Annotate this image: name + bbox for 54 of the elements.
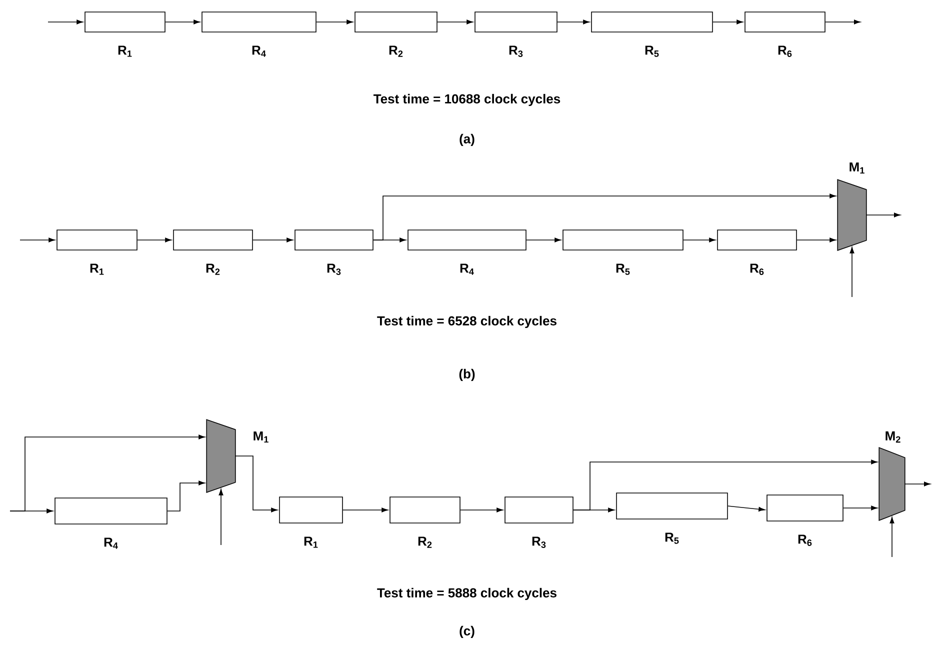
arrow [167, 480, 206, 512]
arrow [866, 212, 900, 218]
arrow [252, 238, 294, 242]
arrow [48, 20, 84, 24]
register-label: R$_{6}$ [778, 46, 792, 57]
arrow [10, 434, 206, 512]
arrow [316, 20, 354, 24]
arrow [218, 488, 224, 546]
figure-caption: (a) [460, 134, 474, 146]
arrow [235, 456, 278, 512]
arrow [557, 20, 590, 24]
multiplexer-label: M$_{1}$ [850, 162, 864, 174]
arrow [20, 238, 56, 242]
arrow [342, 508, 388, 512]
register-label: R$_{4}$ [460, 264, 474, 275]
figure-caption: (c) [460, 626, 474, 638]
register-label: R$_{5}$ [616, 264, 630, 275]
arrow [728, 506, 766, 512]
register-label: R$_{4}$ [104, 538, 118, 549]
arrow [850, 246, 854, 298]
arrow [137, 238, 172, 242]
arrow [165, 20, 200, 24]
register-label: R$_{6}$ [750, 264, 764, 275]
arrow [573, 460, 878, 510]
arrow [890, 516, 894, 558]
multiplexer-label: M$_{1}$ [254, 431, 268, 443]
arrow [683, 238, 716, 242]
register-label: R$_{1}$ [304, 536, 318, 548]
register-label: R$_{5}$ [645, 46, 659, 57]
test-time-note: Test time = 10688 clock cycles [374, 94, 560, 106]
register-label: R$_{6}$ [798, 534, 812, 546]
arrow [843, 506, 878, 510]
arrow [825, 20, 860, 24]
register-label: R$_{1}$ [90, 264, 104, 275]
register-label: R$_{2}$ [389, 46, 403, 57]
register-label: R$_{3}$ [327, 264, 341, 275]
register-label: R$_{5}$ [665, 532, 679, 544]
register-label: R$_{3}$ [509, 46, 523, 57]
register-label: R$_{2}$ [206, 264, 220, 275]
arrow [904, 482, 930, 486]
register-label: R$_{3}$ [532, 536, 546, 548]
arrow [712, 20, 744, 24]
figure-caption: (b) [459, 368, 475, 382]
test-time-note: Test time = 6528 clock cycles [377, 316, 556, 328]
arrow [526, 238, 562, 242]
register-label: R$_{2}$ [418, 536, 432, 548]
register-label: R$_{4}$ [252, 46, 266, 57]
multiplexer-label: M$_{2}$ [886, 431, 900, 443]
arrow [796, 238, 836, 242]
arrow [437, 20, 474, 24]
arrow [460, 508, 504, 512]
arrow [373, 194, 836, 240]
test-time-note: Test time = 5888 clock cycles [377, 588, 556, 600]
register-label: R$_{1}$ [118, 46, 132, 57]
